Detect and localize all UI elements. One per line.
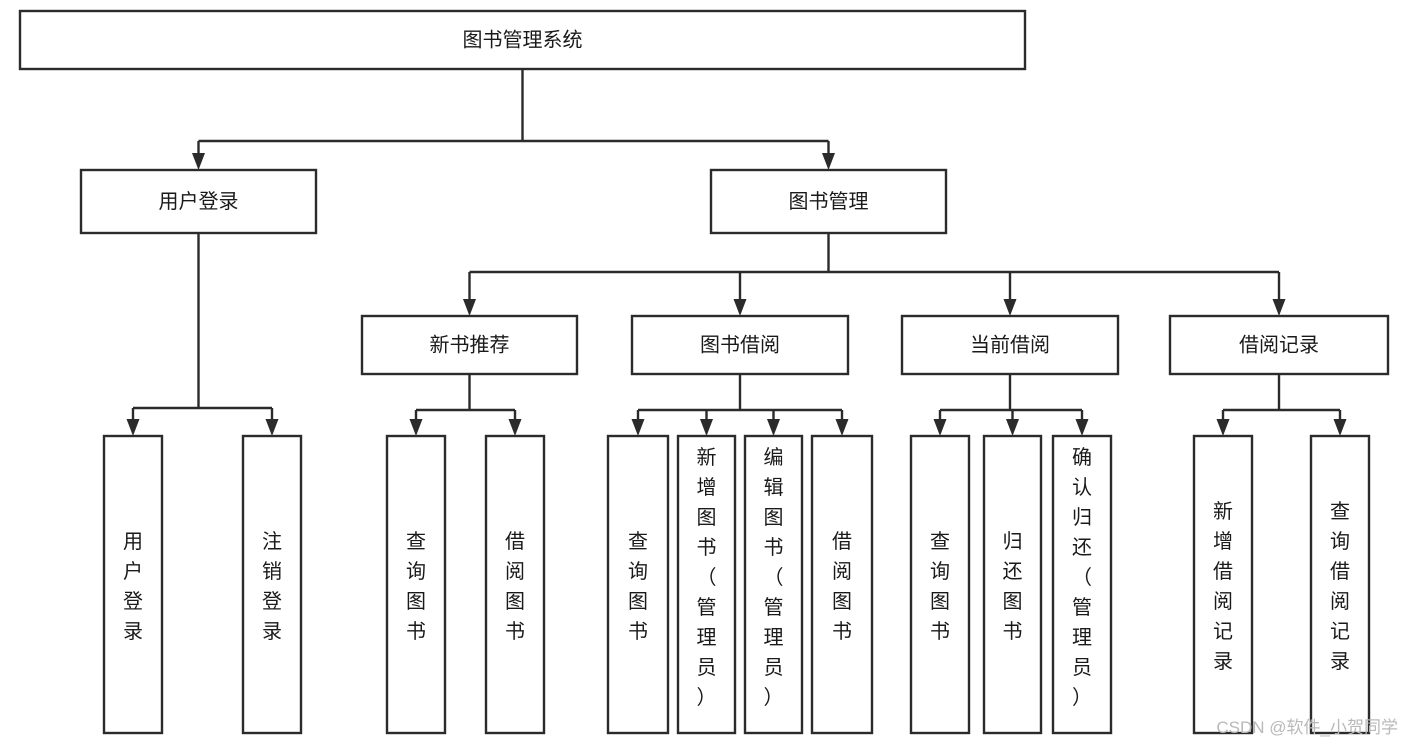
node-box <box>1192 434 1254 735</box>
node-label: 归还图书 <box>1003 530 1023 643</box>
node-box <box>484 434 546 735</box>
node-leaf-query-record[interactable]: 查询借阅记录 <box>1309 434 1371 735</box>
node-box <box>676 434 737 735</box>
arrow-down-icon <box>1075 419 1089 436</box>
node-leaf-query-book-3[interactable]: 查询图书 <box>909 434 971 735</box>
node-label: 编辑图书（管理员） <box>764 446 784 709</box>
node-label: 查询图书 <box>930 530 950 643</box>
node-leaf-query-book-1[interactable]: 查询图书 <box>385 434 447 735</box>
arrow-down-icon <box>409 419 423 436</box>
node-label: 确认归还（管理员） <box>1072 446 1092 709</box>
node-label: 注销登录 <box>262 530 282 643</box>
node-box <box>18 9 1027 71</box>
node-label: 借阅图书 <box>505 530 525 643</box>
node-box <box>630 314 850 376</box>
arrow-down-icon <box>822 153 835 170</box>
arrow-down-icon <box>508 419 522 436</box>
node-borrow-record[interactable]: 借阅记录 <box>1168 314 1390 376</box>
node-box <box>1051 434 1113 735</box>
node-label: 借阅记录 <box>1239 333 1319 356</box>
arrow-down-icon <box>1333 419 1347 436</box>
node-box <box>79 168 318 235</box>
arrow-down-icon <box>767 419 780 436</box>
arrow-down-icon <box>126 419 140 436</box>
node-box <box>810 434 874 735</box>
node-leaf-borrow-book-1[interactable]: 借阅图书 <box>484 434 546 735</box>
node-label: 当前借阅 <box>970 333 1050 356</box>
node-leaf-query-book-2[interactable]: 查询图书 <box>606 434 670 735</box>
node-leaf-add-book[interactable]: 新增图书（管理员） <box>676 434 737 735</box>
arrow-down-icon <box>733 299 747 316</box>
node-user-login[interactable]: 用户登录 <box>79 168 318 235</box>
arrow-down-icon <box>700 419 713 436</box>
arrow-down-icon <box>835 419 849 436</box>
node-book-borrow[interactable]: 图书借阅 <box>630 314 850 376</box>
node-leaf-return-book[interactable]: 归还图书 <box>982 434 1043 735</box>
arrow-down-icon <box>192 153 205 170</box>
node-label: 图书借阅 <box>700 333 780 356</box>
node-label: 查询借阅记录 <box>1330 500 1350 673</box>
node-new-book-recommend[interactable]: 新书推荐 <box>360 314 579 376</box>
arrow-down-icon <box>1272 299 1286 316</box>
node-book-manage[interactable]: 图书管理 <box>709 168 948 235</box>
node-box <box>982 434 1043 735</box>
node-label: 借阅图书 <box>832 530 852 643</box>
node-leaf-add-record[interactable]: 新增借阅记录 <box>1192 434 1254 735</box>
node-layer: 图书管理系统用户登录图书管理新书推荐图书借阅当前借阅借阅记录用户登录注销登录查询… <box>18 9 1390 735</box>
node-box <box>102 434 164 735</box>
arrow-down-icon <box>631 419 645 436</box>
arrow-down-icon <box>1003 299 1017 316</box>
node-box <box>1168 314 1390 376</box>
arrow-down-icon <box>463 299 476 316</box>
node-label: 用户登录 <box>159 190 239 213</box>
node-leaf-logout-login[interactable]: 注销登录 <box>241 434 303 735</box>
node-label: 图书管理系统 <box>463 28 583 51</box>
node-box <box>900 314 1120 376</box>
node-label: 新增图书（管理员） <box>697 446 717 709</box>
node-leaf-edit-book[interactable]: 编辑图书（管理员） <box>743 434 804 735</box>
node-box <box>360 314 579 376</box>
arrow-down-icon <box>1216 419 1230 436</box>
node-label: 查询图书 <box>406 530 426 643</box>
node-label: 新书推荐 <box>430 333 510 356</box>
node-leaf-borrow-book-2[interactable]: 借阅图书 <box>810 434 874 735</box>
node-box <box>385 434 447 735</box>
node-box <box>1309 434 1371 735</box>
node-label: 新增借阅记录 <box>1213 500 1233 673</box>
node-box <box>241 434 303 735</box>
node-label: 图书管理 <box>789 190 869 213</box>
connector-layer <box>126 69 1347 436</box>
node-leaf-confirm-return[interactable]: 确认归还（管理员） <box>1051 434 1113 735</box>
csdn-watermark: CSDN @软件_小贺同学 <box>1216 718 1398 737</box>
node-leaf-user-login[interactable]: 用户登录 <box>102 434 164 735</box>
node-box <box>606 434 670 735</box>
arrow-down-icon <box>933 419 947 436</box>
arrow-down-icon <box>1006 419 1019 436</box>
node-box <box>743 434 804 735</box>
node-box <box>909 434 971 735</box>
node-label: 用户登录 <box>123 531 143 643</box>
arrow-down-icon <box>265 419 279 436</box>
node-box <box>709 168 948 235</box>
node-label: 查询图书 <box>628 530 648 643</box>
node-current-borrow[interactable]: 当前借阅 <box>900 314 1120 376</box>
node-root[interactable]: 图书管理系统 <box>18 9 1027 71</box>
